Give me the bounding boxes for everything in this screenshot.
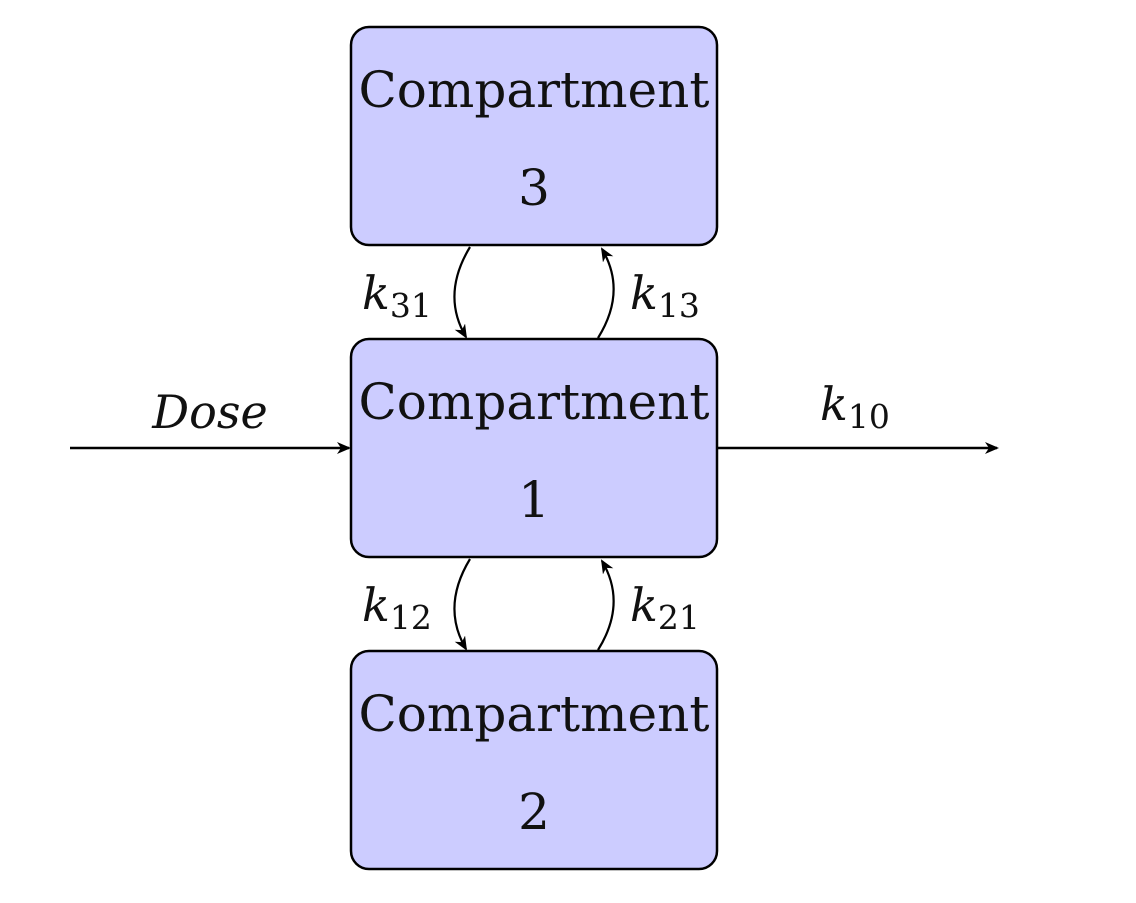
arrow-k12: [453, 558, 471, 651]
arrow-k31: [453, 246, 471, 339]
label-k31-var: k: [362, 266, 390, 320]
label-k10-sub: 10: [848, 397, 890, 436]
compartment-3-label: Compartment: [359, 61, 710, 119]
compartment-2: Compartment 2: [349, 649, 719, 871]
label-k13: k13: [630, 266, 700, 325]
compartment-3-box: [349, 25, 719, 247]
label-k31-sub: 31: [390, 286, 432, 325]
label-k31: k31: [362, 266, 432, 325]
compartment-2-label: Compartment: [359, 685, 710, 743]
compartment-1-number: 1: [518, 471, 550, 529]
label-k21-sub: 21: [658, 598, 700, 637]
compartment-3-number: 3: [518, 159, 550, 217]
dose-label: Dose: [151, 385, 267, 439]
compartment-1-label: Compartment: [359, 373, 710, 431]
label-k12: k12: [362, 578, 432, 637]
label-k10-var: k: [820, 377, 848, 431]
compartment-1: Compartment 1: [349, 337, 719, 559]
label-k10: k10: [820, 377, 890, 436]
label-k12-sub: 12: [390, 598, 432, 637]
label-k12-var: k: [362, 578, 390, 632]
label-k13-var: k: [630, 266, 658, 320]
compartment-1-box: [349, 337, 719, 559]
arrow-k13: [597, 247, 615, 339]
label-k13-sub: 13: [658, 286, 700, 325]
label-k21-var: k: [630, 578, 658, 632]
compartment-3: Compartment 3: [349, 25, 719, 247]
label-k21: k21: [630, 578, 700, 637]
arrow-k21: [597, 559, 615, 651]
compartment-2-box: [349, 649, 719, 871]
compartment-2-number: 2: [518, 783, 550, 841]
